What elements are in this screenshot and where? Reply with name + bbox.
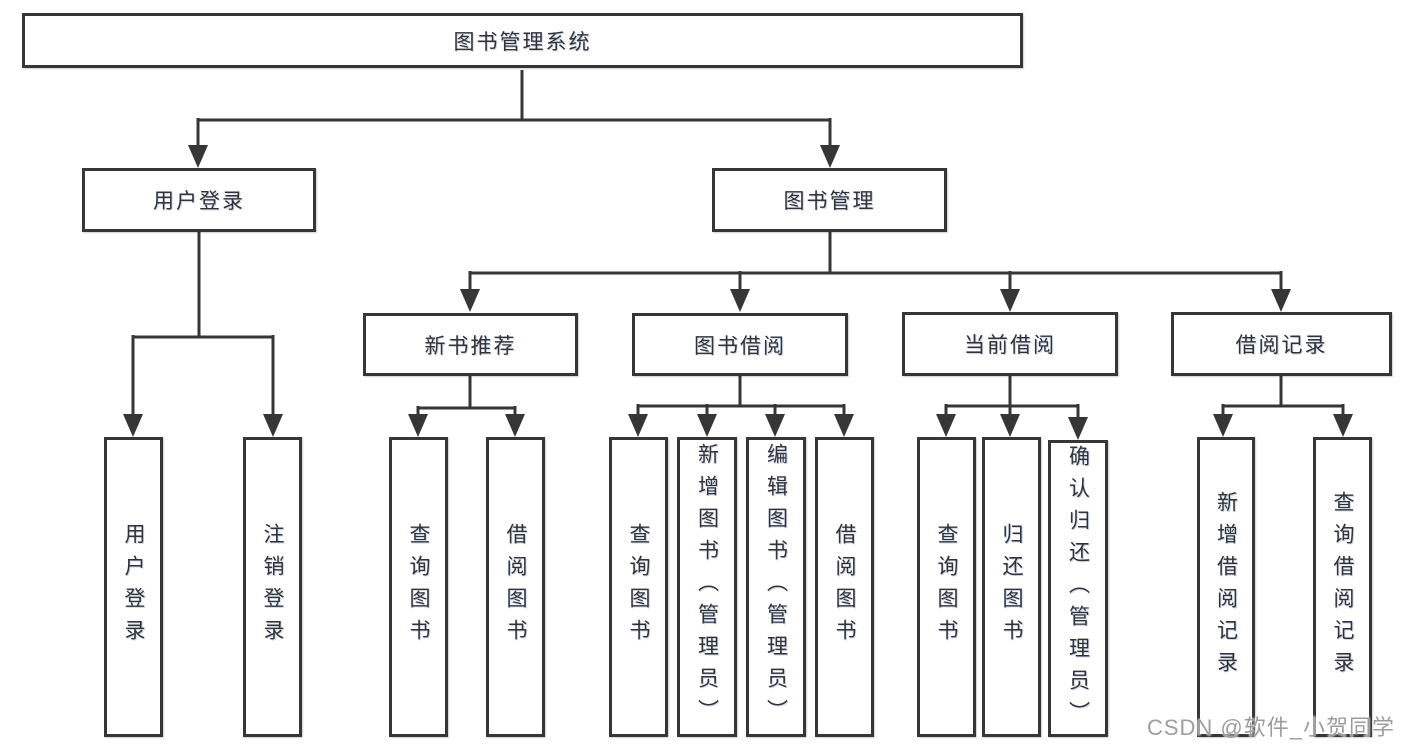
node-label: 借阅图书 (504, 523, 527, 651)
leaf-borrow-books-borrowing: 借阅图书 (815, 437, 874, 737)
node-label: 编辑图书（管理员） (764, 443, 788, 731)
leaf-add-borrow-record: 新增借阅记录 (1197, 437, 1255, 737)
leaf-confirm-return-admin: 确认归还（管理员） (1048, 440, 1108, 737)
node-label: 图书借阅 (694, 334, 786, 358)
node-label: 查询图书 (935, 523, 958, 651)
node-new-book-recommendation: 新书推荐 (363, 313, 578, 376)
node-label: 新增借阅记录 (1214, 491, 1238, 683)
node-label: 当前借阅 (964, 334, 1056, 357)
node-label: 归还图书 (1000, 523, 1023, 651)
node-label: 确认归还（管理员） (1066, 444, 1090, 733)
leaf-query-borrow-record: 查询借阅记录 (1313, 437, 1372, 737)
connector-wires (131, 70, 1345, 418)
node-label: 借阅图书 (833, 523, 856, 651)
node-library-management-system: 图书管理系统 (22, 13, 1023, 68)
leaf-logout: 注销登录 (243, 437, 302, 737)
leaf-borrow-books-recommend: 借阅图书 (486, 437, 545, 737)
leaf-add-book-admin: 新增图书（管理员） (677, 437, 737, 737)
arrow-heads (123, 145, 1353, 440)
node-book-borrowing: 图书借阅 (632, 313, 848, 376)
leaf-user-login: 用户登录 (104, 437, 163, 737)
node-label: 图书管理系统 (453, 30, 592, 54)
csdn-watermark: CSDN @软件_小贺同学 (1146, 715, 1395, 740)
node-user-login: 用户登录 (82, 168, 316, 232)
node-label: 新书推荐 (424, 334, 517, 358)
leaf-query-books-recommend: 查询图书 (389, 437, 448, 737)
node-current-borrowing: 当前借阅 (902, 312, 1118, 376)
leaf-return-book: 归还图书 (982, 437, 1041, 737)
node-label: 新增图书（管理员） (695, 443, 719, 731)
leaf-edit-book-admin: 编辑图书（管理员） (746, 437, 806, 737)
node-label: 图书管理 (783, 190, 876, 213)
node-label: 查询图书 (627, 523, 650, 651)
node-label: 注销登录 (261, 523, 284, 651)
node-borrowing-records: 借阅记录 (1171, 312, 1392, 376)
node-label: 查询图书 (407, 523, 430, 651)
node-label: 查询借阅记录 (1331, 491, 1354, 683)
leaf-query-books-borrowing: 查询图书 (609, 437, 668, 737)
node-book-management: 图书管理 (712, 168, 947, 232)
node-label: 用户登录 (153, 190, 245, 213)
node-label: 用户登录 (122, 523, 145, 651)
node-label: 借阅记录 (1235, 334, 1328, 357)
leaf-query-books-current: 查询图书 (917, 437, 976, 737)
